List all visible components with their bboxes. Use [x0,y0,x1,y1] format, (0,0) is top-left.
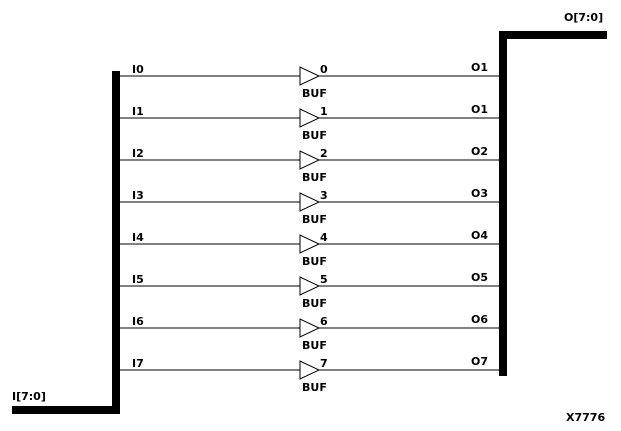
buffer-type-label: BUF [302,171,327,184]
input-signal-label: I4 [132,231,144,244]
input-bus: I[7:0] [12,71,120,414]
output-signal-label: O5 [471,271,488,284]
buffer-index-label: 4 [320,231,328,244]
buffer-gate-symbol [299,318,321,338]
figure-id: X7776 [566,411,605,424]
buffer-type-label: BUF [302,87,327,100]
output-signal-label: O1 [471,61,488,74]
buffer-gate-symbol [299,234,321,254]
buffer-type-label: BUF [302,213,327,226]
buffer-gate-symbol [299,192,321,212]
buffer-index-label: 5 [320,273,328,286]
output-bus-label: O[7:0] [564,11,603,24]
output-bus-stub [499,31,607,39]
input-signal-label: I0 [132,63,144,76]
input-signal-label: I6 [132,315,144,328]
buffer-gate-symbol [299,150,321,170]
input-signal-label: I1 [132,105,144,118]
output-signal-label: O6 [471,313,488,326]
output-signal-label: O1 [471,103,488,116]
output-signal-label: O4 [471,229,488,242]
buffer-index-label: 2 [320,147,328,160]
buffer-type-label: BUF [302,129,327,142]
buffer-index-label: 1 [320,105,328,118]
output-bus: O[7:0] [499,11,607,376]
output-signal-label: O2 [471,145,488,158]
input-signal-label: I2 [132,147,144,160]
output-signal-label: O7 [471,355,488,368]
input-bus-label: I[7:0] [12,390,46,403]
input-signal-label: I3 [132,189,144,202]
buffer-type-label: BUF [302,339,327,352]
buffer-gate-symbol [299,66,321,86]
buffer-gate-symbol [299,360,321,380]
input-signal-label: I7 [132,357,144,370]
buffer-index-label: 0 [320,63,328,76]
input-bus-stub [12,406,120,414]
input-bus-vertical [112,71,120,414]
buffer-type-label: BUF [302,297,327,310]
buffer-gate-symbol [299,108,321,128]
buffer-index-label: 7 [320,357,328,370]
output-bus-vertical [499,31,507,376]
buffer-index-label: 6 [320,315,328,328]
output-signal-label: O3 [471,187,488,200]
buffer-type-label: BUF [302,255,327,268]
input-signal-label: I5 [132,273,144,286]
buffer-index-label: 3 [320,189,328,202]
buffer-type-label: BUF [302,381,327,394]
buffer-gate-symbol [299,276,321,296]
